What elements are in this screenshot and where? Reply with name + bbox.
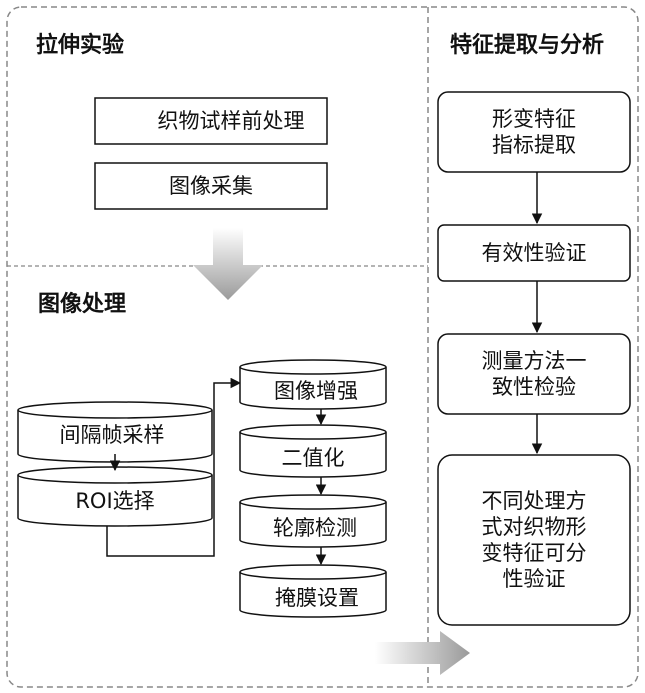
box-separability: [437, 454, 631, 626]
step-roi-selection: ROI选择: [75, 489, 155, 513]
step-separability-line: 式对织物形: [481, 515, 587, 539]
step-feature-extraction: 形变特征指标提取: [464, 106, 604, 158]
step-consistency-line: 致性检验: [492, 375, 576, 399]
step-separability-line: 变特征可分: [481, 541, 587, 565]
step-enhance: 图像增强: [274, 379, 358, 403]
cylinder-enhance: [239, 359, 387, 410]
box-pretreatment: [94, 97, 328, 145]
cylinder-frame-sampling: [17, 401, 213, 463]
section-title-tensile: 拉伸实验: [36, 33, 125, 58]
step-image-acquisition: 图像采集: [169, 174, 253, 198]
step-separability-line: 性验证: [502, 567, 566, 591]
step-contour: 轮廓检测: [273, 516, 357, 540]
step-feature-extraction-line: 形变特征: [492, 107, 576, 131]
section-title-image-processing: 图像处理: [38, 292, 127, 317]
cylinder-roi-selection: [17, 466, 213, 527]
box-consistency: [437, 333, 631, 415]
cylinder-mask: [239, 564, 387, 618]
step-pretreatment: 织物试样前处理: [157, 109, 305, 133]
step-binarize: 二值化: [281, 446, 345, 470]
step-consistency: 测量方法一致性检验: [464, 348, 604, 400]
step-separability-line: 不同处理方: [481, 489, 587, 513]
step-consistency-line: 测量方法一: [481, 349, 587, 373]
step-frame-sampling: 间隔帧采样: [59, 423, 165, 447]
down-arrow-icon: [193, 228, 263, 300]
step-separability: 不同处理方式对织物形变特征可分性验证: [464, 488, 604, 592]
right-arrow-icon: [375, 631, 470, 675]
step-mask: 掩膜设置: [275, 586, 359, 610]
box-feature-extraction: [437, 91, 631, 173]
step-validity-line: 有效性验证: [481, 241, 587, 265]
outer-frame: [6, 6, 639, 688]
step-feature-extraction-line: 指标提取: [492, 133, 576, 157]
connector-roi-to-enhance: [106, 377, 242, 557]
step-validity: 有效性验证: [464, 240, 604, 266]
section-title-feature: 特征提取与分析: [450, 33, 605, 58]
box-validity: [437, 224, 631, 282]
cylinder-binarize: [239, 424, 387, 478]
cylinder-contour: [239, 494, 387, 548]
box-image-acquisition: [94, 162, 328, 210]
